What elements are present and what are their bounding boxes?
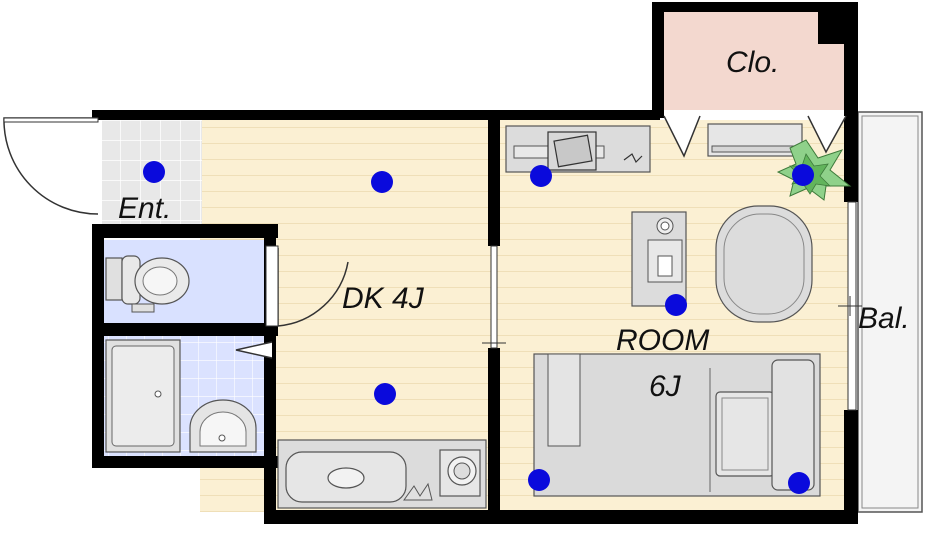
bed [533, 353, 821, 497]
marker[interactable] [788, 472, 810, 494]
toilet-door-swing[interactable] [277, 248, 349, 327]
marker[interactable] [371, 171, 393, 193]
bathtub [105, 339, 181, 453]
balcony-rail [861, 115, 919, 509]
label-dining-kitchen: DK 4J [342, 282, 425, 315]
marker[interactable] [528, 469, 550, 491]
floor-cushion [715, 205, 813, 323]
kitchen-counter [277, 439, 487, 509]
label-balcony: Bal. [858, 302, 910, 335]
entrance-door-leaf[interactable] [3, 117, 99, 123]
label-room-size: 6J [649, 370, 682, 403]
marker[interactable] [374, 383, 396, 405]
marker[interactable] [792, 164, 814, 186]
closet-door-right[interactable] [807, 115, 847, 154]
desk [505, 125, 651, 173]
bath-door[interactable] [235, 341, 273, 359]
toilet [105, 255, 190, 313]
label-closet: Clo. [726, 46, 779, 79]
label-room: ROOM [616, 324, 709, 357]
marker[interactable] [143, 161, 165, 183]
markers [143, 161, 814, 494]
walls [92, 2, 858, 524]
toilet-door-leaf[interactable] [265, 245, 279, 327]
label-entrance: Ent. [118, 192, 171, 225]
marker[interactable] [665, 294, 687, 316]
wash-basin [189, 399, 257, 453]
balcony [857, 111, 923, 513]
entrance-door-swing[interactable] [3, 117, 99, 215]
tv-stand [707, 123, 803, 157]
partition-window [490, 245, 498, 349]
closet-door-left[interactable] [663, 115, 701, 158]
marker[interactable] [530, 165, 552, 187]
coffee-table [631, 211, 687, 307]
closet-floor [662, 12, 848, 110]
